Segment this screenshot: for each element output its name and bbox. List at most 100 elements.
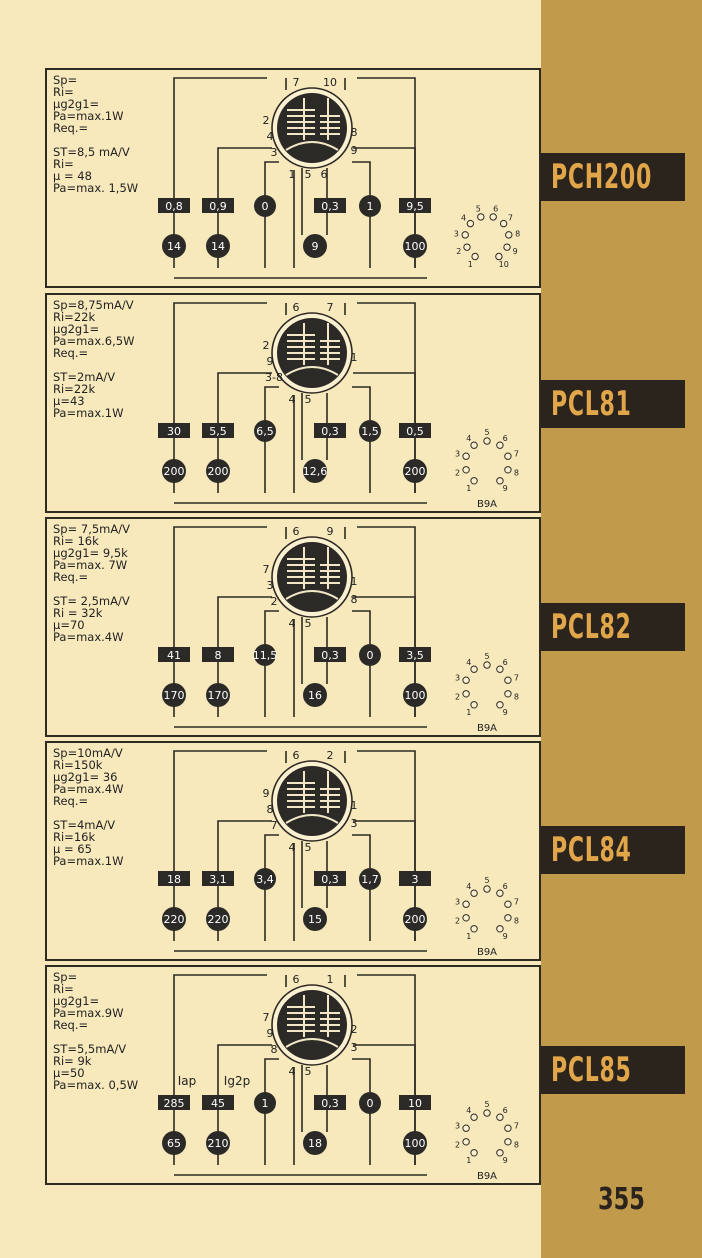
page-number: 355: [598, 1182, 645, 1217]
pin-number-label: 3: [267, 579, 274, 592]
spec-line: µg2g1=: [53, 97, 100, 111]
spec-line: Ri=: [53, 85, 74, 99]
voltage-value: 3: [412, 873, 419, 886]
tube-tab-pcl82: PCL82: [541, 603, 685, 651]
voltage-value: 0,3: [321, 425, 339, 438]
pin-number-label: 3-8: [265, 371, 283, 384]
current-label: Iap: [178, 1074, 197, 1088]
socket-pin-number: 2: [455, 469, 460, 478]
spec-line: µg2g1= 9,5k: [53, 546, 128, 560]
pin-number-label: 3: [351, 817, 358, 830]
socket-pin-number: 7: [508, 214, 513, 223]
pin-number-label: 5: [305, 1065, 312, 1078]
socket-pin-number: 6: [503, 434, 508, 443]
current-value: 14: [211, 240, 225, 253]
pin-number-label: 4: [289, 841, 296, 854]
socket-pin-number: 3: [455, 1121, 460, 1130]
voltage-value: 0: [367, 1097, 374, 1110]
socket-pin-number: 1: [466, 484, 471, 493]
voltage-value: 0,5: [406, 425, 424, 438]
pin-number-label: 7: [271, 819, 278, 832]
pin-number-label: 2: [327, 749, 334, 762]
spec-line: ST= 2,5mA/V: [53, 594, 130, 608]
spec-line: Sp=: [53, 73, 78, 87]
pin-number-label: 5: [305, 841, 312, 854]
spec-line: Ri=: [53, 157, 74, 171]
spec-line: Ri= 9k: [53, 1054, 92, 1068]
pin-number-label: 9: [351, 144, 358, 157]
pin-number-label: 2: [271, 595, 278, 608]
voltage-value: 0,8: [165, 200, 183, 213]
current-value: 200: [164, 465, 185, 478]
socket-pin-number: 9: [503, 484, 508, 493]
socket-pin-number: 5: [484, 428, 489, 437]
spec-line: µ=43: [53, 394, 85, 408]
current-value: 65: [167, 1137, 181, 1150]
socket-pin-number: 7: [514, 1121, 519, 1130]
voltage-value: 18: [167, 873, 181, 886]
spec-line: Pa=max.1W: [53, 854, 124, 868]
socket-pin-number: 3: [455, 673, 460, 682]
voltage-value: 11,5: [253, 649, 278, 662]
socket-pin-number: 4: [466, 1106, 471, 1115]
pin-number-label: 10: [323, 76, 337, 89]
pin-number-label: 8: [351, 126, 358, 139]
voltage-value: 1,7: [361, 873, 379, 886]
pin-number-label: 6: [293, 301, 300, 314]
socket-pin-number: 6: [493, 204, 498, 213]
pin-number-label: 9: [267, 355, 274, 368]
voltage-value: 0: [262, 200, 269, 213]
spec-line: µ=50: [53, 1066, 85, 1080]
voltage-value: 45: [211, 1097, 225, 1110]
pin-number-label: 6: [293, 749, 300, 762]
voltage-value: 3,1: [209, 873, 227, 886]
socket-pin-number: 4: [466, 882, 471, 891]
pin-number-label: 4: [289, 617, 296, 630]
spec-line: Pa=max.6,5W: [53, 334, 135, 348]
pin-number-label: 9: [327, 525, 334, 538]
spec-line: Ri=: [53, 982, 74, 996]
tube-tab-pcl84: PCL84: [541, 826, 685, 874]
socket-pin-number: 5: [484, 652, 489, 661]
tube-tab-pch200: PCH200: [541, 153, 685, 201]
pin-number-label: 1: [289, 168, 296, 181]
socket-pin-number: 9: [513, 247, 518, 256]
socket-pin-number: 8: [515, 230, 520, 239]
spec-line: Pa=max. 0,5W: [53, 1078, 139, 1092]
pin-number-label: 7: [263, 1011, 270, 1024]
spec-line: Pa=max.1W: [53, 109, 124, 123]
current-value: 200: [405, 913, 426, 926]
spec-line: µg2g1= 36: [53, 770, 118, 784]
voltage-value: 6,5: [256, 425, 274, 438]
tube-tab-pcl81: PCL81: [541, 380, 685, 428]
spec-line: Pa=max.9W: [53, 1006, 124, 1020]
socket-pin-number: 6: [503, 1106, 508, 1115]
pin-number-label: 5: [305, 393, 312, 406]
voltage-value: 0,3: [321, 200, 339, 213]
current-value: 15: [308, 913, 322, 926]
voltage-value: 9,5: [406, 200, 424, 213]
spec-line: Pa=max. 7W: [53, 558, 128, 572]
spec-line: ST=4mA/V: [53, 818, 116, 832]
socket-pin-number: 4: [461, 214, 466, 223]
current-value: 16: [308, 689, 322, 702]
pin-number-label: 9: [263, 787, 270, 800]
tube-type-label: PCL85: [551, 1050, 632, 1090]
tube-type-label: PCL84: [551, 830, 632, 870]
socket-pin-number: 1: [466, 708, 471, 717]
current-value: 170: [164, 689, 185, 702]
spec-line: µ = 65: [53, 842, 92, 856]
spec-line: Pa=max.4W: [53, 782, 124, 796]
socket-pin-number: 3: [455, 449, 460, 458]
socket-pin-number: 9: [503, 1156, 508, 1165]
voltage-value: 1,5: [361, 425, 379, 438]
pin-number-label: 2: [351, 1023, 358, 1036]
